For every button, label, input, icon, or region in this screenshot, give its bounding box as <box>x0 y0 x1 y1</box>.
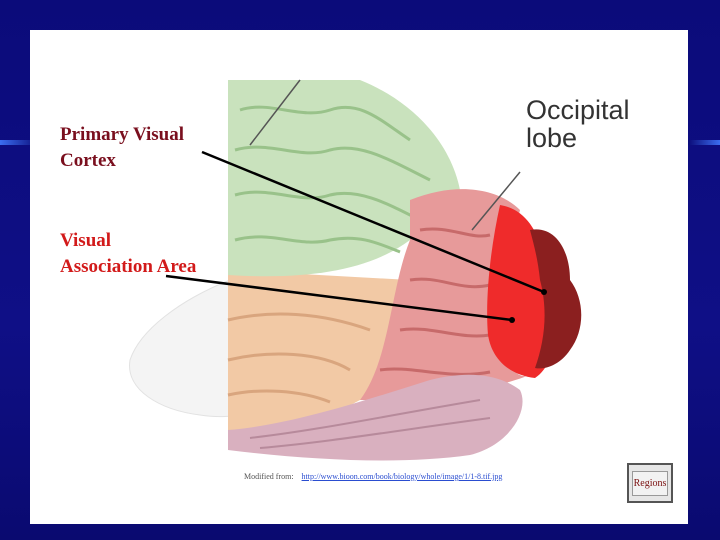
occipital-lobe-label: Occipital lobe <box>526 96 686 152</box>
visual-association-line1: Visual <box>60 228 250 254</box>
visual-association-line2: Association Area <box>60 254 250 280</box>
credit-prefix: Modified from: <box>244 472 294 481</box>
occipital-line2: lobe <box>526 124 686 152</box>
visual-association-area-label: Visual Association Area <box>60 228 250 280</box>
primary-visual-cortex-label: Primary Visual Cortex <box>60 122 240 174</box>
slide-canvas: Primary Visual Cortex Visual Association… <box>30 30 688 524</box>
credit-link[interactable]: http://www.bioon.com/book/biology/whole/… <box>302 472 503 481</box>
occipital-line1: Occipital <box>526 96 686 124</box>
primary-visual-cortex-line1: Primary Visual <box>60 122 240 148</box>
accent-bar-right <box>688 140 720 145</box>
regions-button-label: Regions <box>632 471 669 496</box>
primary-visual-cortex-line2: Cortex <box>60 148 240 174</box>
image-credit: Modified from: http://www.bioon.com/book… <box>244 472 502 481</box>
regions-button[interactable]: Regions <box>627 463 673 503</box>
